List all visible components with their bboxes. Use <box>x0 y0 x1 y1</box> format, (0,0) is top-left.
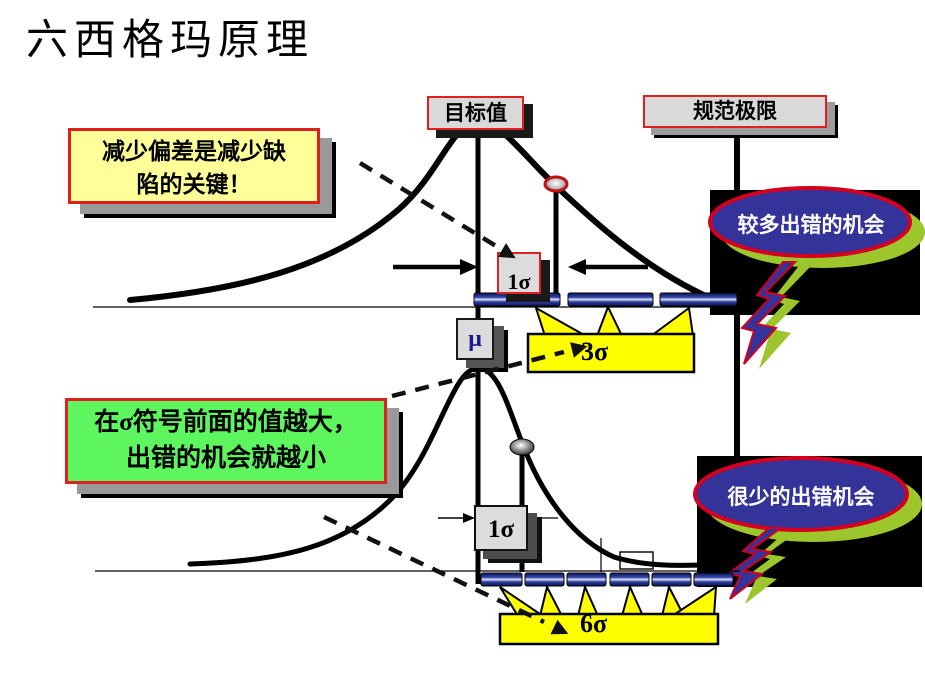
bubble-many-errors-text: 较多出错的机会 <box>737 213 885 237</box>
bubble-bottom-zigzag <box>725 527 785 600</box>
bubble-many-errors <box>708 186 925 369</box>
page-title: 六西格玛原理 <box>26 18 315 64</box>
bubble-top-zigzag-shadow <box>757 267 810 369</box>
six-sigma-label: 6σ <box>580 609 608 638</box>
sigma-bars-bottom <box>480 572 734 587</box>
callout-sigma-value: 在σ符号前面的值越大， 出错的机会就越小 <box>65 398 387 484</box>
bubble-few-errors-text: 很少的出错机会 <box>727 485 875 509</box>
deviation-arrow-right <box>568 259 648 275</box>
three-sigma-label: 3σ <box>581 337 609 366</box>
mu-label: μ <box>456 318 494 360</box>
callout-reduce-deviation: 减少偏差是减少缺 陷的关键！ <box>68 128 320 204</box>
target-value-label: 目标值 <box>427 96 524 130</box>
deviation-arrow-left <box>393 259 478 275</box>
one-sigma-label-top: 1σ <box>497 252 541 294</box>
tail-marker-box <box>619 551 654 570</box>
bubble-few-errors <box>693 456 922 604</box>
inflection-marker-bottom <box>509 438 535 456</box>
starburst-6sigma <box>498 583 720 646</box>
one-sigma-label-bottom: 1σ <box>474 505 528 551</box>
spec-limit-label: 规范极限 <box>643 95 827 128</box>
inflection-marker-top <box>543 175 569 193</box>
bubble-top-zigzag <box>740 261 798 365</box>
bubble-bottom-zigzag-shadow <box>743 533 796 604</box>
sigma-bars-top <box>473 292 738 307</box>
